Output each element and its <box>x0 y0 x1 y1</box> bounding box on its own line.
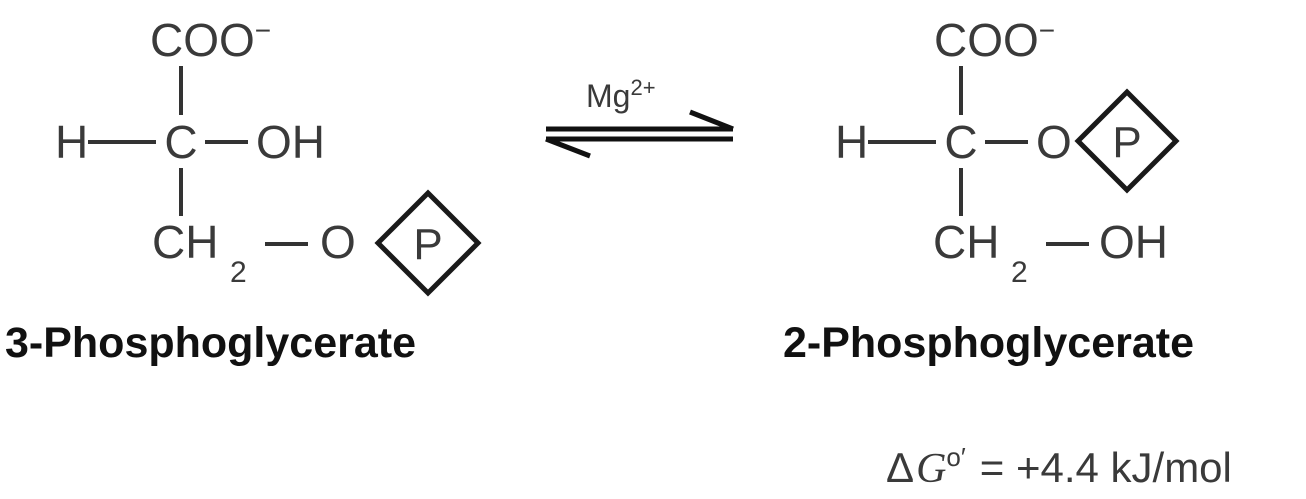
reactant-name: 3-Phosphoglycerate <box>5 319 416 367</box>
reactant-phosphate-icon: P <box>374 189 482 297</box>
reactant-hydrogen: H <box>55 116 88 168</box>
product-methylene: CH <box>933 216 999 268</box>
reactant-methylene: CH <box>152 216 218 268</box>
product-hydroxyl: OH <box>1099 216 1168 268</box>
product-carbon: C <box>944 116 977 168</box>
equilibrium-arrow: Mg2+ <box>545 75 734 159</box>
svg-text:P: P <box>413 220 442 269</box>
product-name: 2-Phosphoglycerate <box>783 319 1194 367</box>
reactant-carboxylate: COO− <box>150 14 271 66</box>
reactant-carbon: C <box>164 116 197 168</box>
product-phosphate-icon: P <box>1074 88 1180 194</box>
product-methylene-subscript: 2 <box>1011 256 1028 289</box>
reactant-hydroxyl: OH <box>256 116 325 168</box>
reactant-methylene-subscript: 2 <box>230 256 247 289</box>
product-oxygen: O <box>1036 116 1072 168</box>
product-structure: COO− H C O P CH 2 OH 2-Phosphoglycerate <box>783 14 1194 367</box>
reactant-structure: COO− H C OH CH 2 O P 3-Phosphoglycerate <box>5 14 482 367</box>
reverse-arrow-icon <box>545 136 733 159</box>
forward-arrow-icon <box>546 109 734 132</box>
product-hydrogen: H <box>835 116 868 168</box>
cofactor-label: Mg2+ <box>586 75 656 114</box>
free-energy-change: ΔGo′= +4.4 kJ/mol <box>886 442 1232 492</box>
svg-text:P: P <box>1112 118 1141 167</box>
product-carboxylate: COO− <box>934 14 1055 66</box>
reactant-oxygen: O <box>320 216 356 268</box>
